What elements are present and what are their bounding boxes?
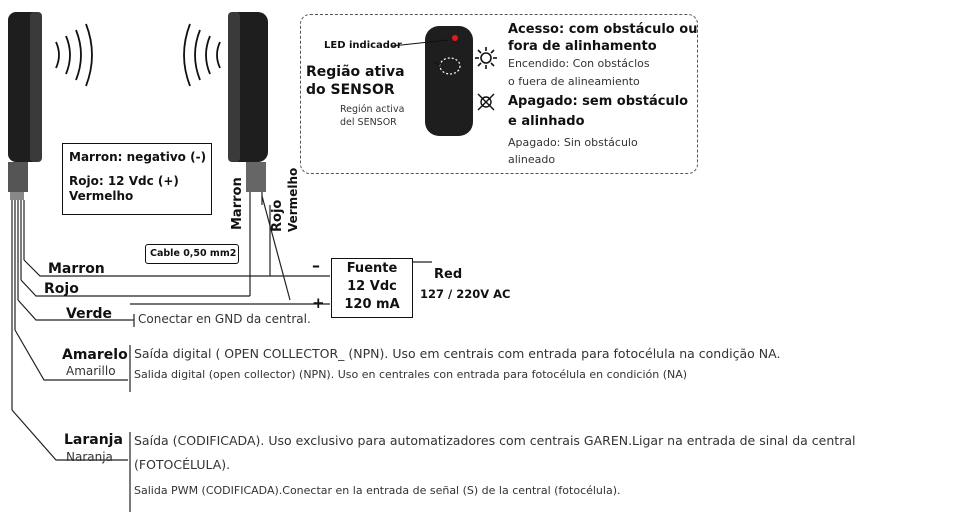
cable-label-box: Cable 0,50 mm2 (145, 244, 239, 264)
wire-label-rojo: Rojo (44, 281, 79, 297)
led-on-pt-1: Acesso: com obstáculo ou (508, 22, 698, 37)
cable-label: Cable 0,50 mm2 (150, 248, 237, 259)
power-source-box: Fuente 12 Vdc 120 mA (331, 258, 413, 318)
vertical-label-marron: Marron (230, 177, 245, 230)
region-pt-1: Região ativa (306, 64, 405, 80)
amarelo-description-es: Salida digital (open collector) (NPN). U… (134, 368, 688, 381)
wire-color-legend: Marron: negativo (-) Rojo: 12 Vdc (+) Ve… (62, 143, 212, 215)
left-sensor (8, 12, 42, 200)
legend-marron: Marron: negativo (-) (69, 150, 207, 164)
led-on-es-1: Encendido: Con obstáclos (508, 57, 650, 70)
vertical-label-rojo: Rojo (270, 199, 285, 232)
laranja-description-pt-1: Saída (CODIFICADA). Uso exclusivo para a… (134, 433, 856, 448)
laranja-description-es: Salida PWM (CODIFICADA).Conectar en la e… (134, 484, 621, 497)
vertical-label-vermelho: Vermelho (286, 167, 300, 232)
source-current: 120 mA (344, 297, 400, 312)
source-title: Fuente (346, 261, 398, 276)
led-off-es-1: Apagado: Sin obstáculo (508, 136, 638, 149)
source-voltage: 12 Vdc (347, 279, 397, 294)
led-off-es-2: alineado (508, 153, 556, 166)
led-off-icon (477, 93, 495, 111)
plus-sign: + (312, 294, 325, 312)
verde-description: Conectar en GND da central. (138, 312, 311, 326)
mains-label: Red (434, 267, 463, 282)
signal-waves-right (183, 23, 221, 87)
led-indicator-panel (300, 14, 698, 174)
mains-voltage: 127 / 220V AC (420, 287, 511, 301)
amarelo-description-pt: Saída digital ( OPEN COLLECTOR_ (NPN). U… (134, 346, 781, 361)
wire-label-marron: Marron (48, 261, 105, 277)
laranja-description-pt-2: (FOTOCÉLULA). (134, 457, 231, 472)
wire-label-naranja: Naranja (66, 450, 113, 464)
led-indicator-label: LED indicador (324, 40, 402, 51)
region-pt-2: do SENSOR (306, 82, 395, 98)
led-off-pt-2: e alinhado (508, 114, 585, 129)
region-es-2: del SENSOR (340, 117, 397, 128)
legend-vermelho: Vermelho (69, 189, 134, 203)
region-es-1: Región activa (340, 104, 405, 115)
warning-icon (329, 179, 367, 213)
led-on-es-2: o fuera de alineamiento (508, 75, 640, 88)
wire-label-amarelo: Amarelo (62, 347, 128, 363)
led-off-pt-1: Apagado: sem obstáculo (508, 94, 689, 109)
wire-label-laranja: Laranja (64, 432, 123, 448)
right-sensor (228, 12, 268, 192)
led-sensor-illustration (391, 26, 473, 136)
legend-rojo: Rojo: 12 Vdc (+) (69, 174, 179, 188)
led-on-pt-2: fora de alinhamento (508, 39, 657, 54)
wire-label-verde: Verde (66, 306, 112, 322)
wire-label-amarillo: Amarillo (66, 364, 116, 378)
signal-waves-left (55, 23, 93, 87)
led-on-icon (475, 47, 497, 69)
minus-sign: – (312, 256, 320, 275)
